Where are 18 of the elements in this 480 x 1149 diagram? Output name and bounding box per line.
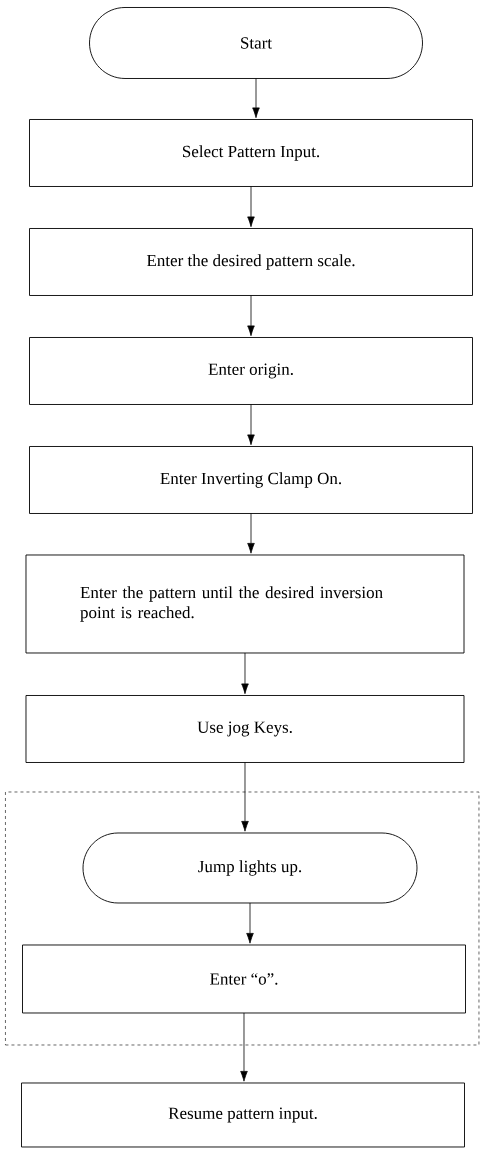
arrow [252, 78, 260, 119]
arrow [247, 186, 255, 228]
process-box: Enter the desired pattern scale. [29, 228, 473, 296]
process-box: Enter the pattern until the desired inversion point is reached. [25, 554, 465, 654]
arrow [247, 513, 255, 554]
arrow [247, 404, 255, 446]
process-box: Enter origin. [29, 337, 473, 405]
arrow [240, 1012, 248, 1082]
arrow [241, 652, 249, 695]
process-box: Resume pattern input. [21, 1082, 465, 1148]
process-box: Enter Inverting Clamp On. [29, 446, 473, 514]
arrow [246, 902, 254, 944]
arrow [241, 762, 249, 832]
process-box: Use jog Keys. [25, 695, 465, 763]
process-box: Select Pattern Input. [29, 119, 473, 187]
process-box: Enter “o”. [22, 944, 466, 1014]
arrow [247, 295, 255, 337]
dashed-group-box [5, 791, 480, 1046]
